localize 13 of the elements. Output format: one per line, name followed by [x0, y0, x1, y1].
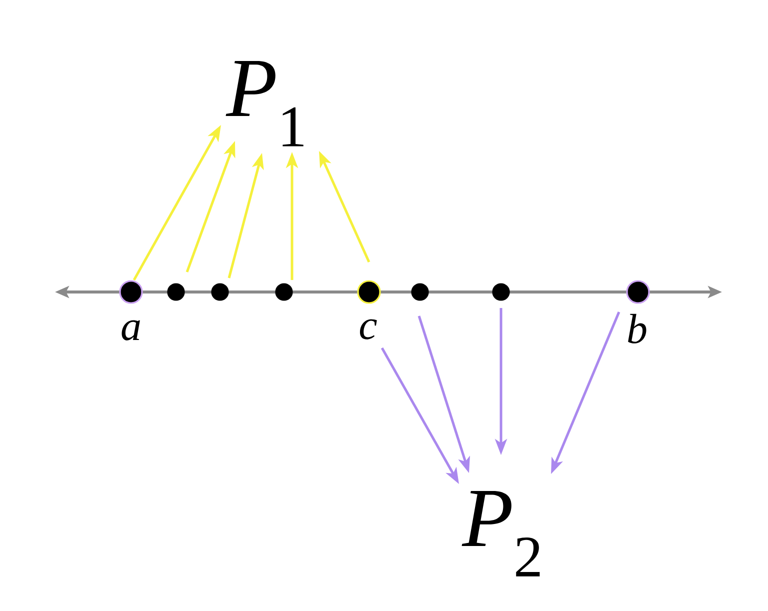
point-label: b: [628, 314, 646, 344]
symbol-label: P$_{1}$: [226, 61, 304, 146]
point-dot: [211, 283, 229, 301]
symbol-label: P$_{2}$: [462, 491, 540, 576]
point-dot: [357, 280, 381, 304]
point-dot: [119, 280, 143, 304]
point-dot: [626, 280, 650, 304]
point-label: a: [122, 320, 140, 340]
point-dot: [492, 283, 510, 301]
point-dot: [275, 283, 293, 301]
point-dot: [411, 283, 429, 301]
point-label: c: [360, 319, 377, 340]
point-dot: [167, 283, 185, 301]
